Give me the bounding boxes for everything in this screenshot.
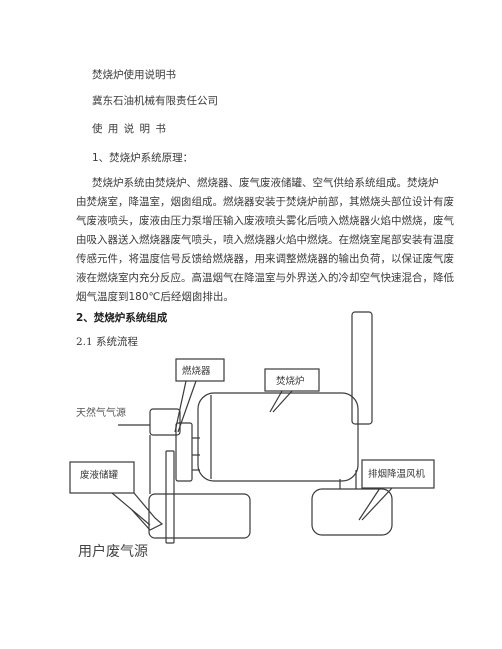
section-2-1-heading: 2.1 系统流程 <box>76 336 139 348</box>
body-line: 由吸入器送入燃烧器废气喷头，喷入燃烧器火焰中燃烧。在燃烧室尾部安装有温度 <box>76 234 454 246</box>
exhaust-fan-label-box <box>361 459 435 489</box>
chimney <box>351 311 373 425</box>
incinerator-body <box>197 392 359 482</box>
exhaust-fan-box <box>311 488 393 536</box>
burner-label: 燃烧器 <box>182 366 211 377</box>
feed-line <box>131 492 164 531</box>
doc-title: 焚烧炉使用说明书 <box>92 69 176 81</box>
waste-pipe <box>165 450 175 544</box>
burner-label-box <box>175 358 225 382</box>
body-line: 液在燃烧室内充分反应。高温烟气在降温室与外界送入的冷却空气快速混合，降低 <box>76 272 454 284</box>
body-line: 传感元件，将温度信号反馈给燃烧器，用来调整燃烧器的输出负荷，以保证废气废 <box>76 253 454 265</box>
section-1-heading: 1、焚烧炉系统原理： <box>92 152 194 164</box>
section-2-heading: 2、焚烧炉系统组成 <box>76 312 168 324</box>
body-line: 烟气温度到180℃后经烟囱排出。 <box>76 291 234 303</box>
waste-tank-label: 废液储罐 <box>80 470 119 481</box>
company-name: 冀东石油机械有限责任公司 <box>92 95 218 107</box>
waste-tank-label-box <box>69 461 135 494</box>
burner-tube <box>175 422 193 482</box>
burner-block <box>149 408 181 436</box>
body-line: 由焚烧室，降温室，烟囱组成。燃烧器安装于焚烧炉前部，其燃烧头部位设计有废 <box>76 196 454 208</box>
subtitle: 使 用 说 明 书 <box>92 123 167 135</box>
incinerator-label: 焚烧炉 <box>276 376 305 387</box>
user-gas-label: 用户废气源 <box>78 544 148 560</box>
user-gas-box <box>148 493 251 539</box>
gas-source-label: 天然气气源 <box>76 408 126 419</box>
body-line: 焚烧炉系统由焚烧炉、燃烧器、废气废液储罐、空气供给系统组成。焚烧炉 <box>92 177 439 189</box>
body-paragraph: 焚烧炉系统由焚烧炉、燃烧器、废气废液储罐、空气供给系统组成。焚烧炉 由焚烧室，降… <box>76 174 454 307</box>
exhaust-fan-label: 排烟降温风机 <box>368 469 426 480</box>
body-line: 气废液喷头，废液由压力泵增压输入废液喷头雾化后喷入燃烧器火焰中燃烧，废气 <box>76 215 454 227</box>
